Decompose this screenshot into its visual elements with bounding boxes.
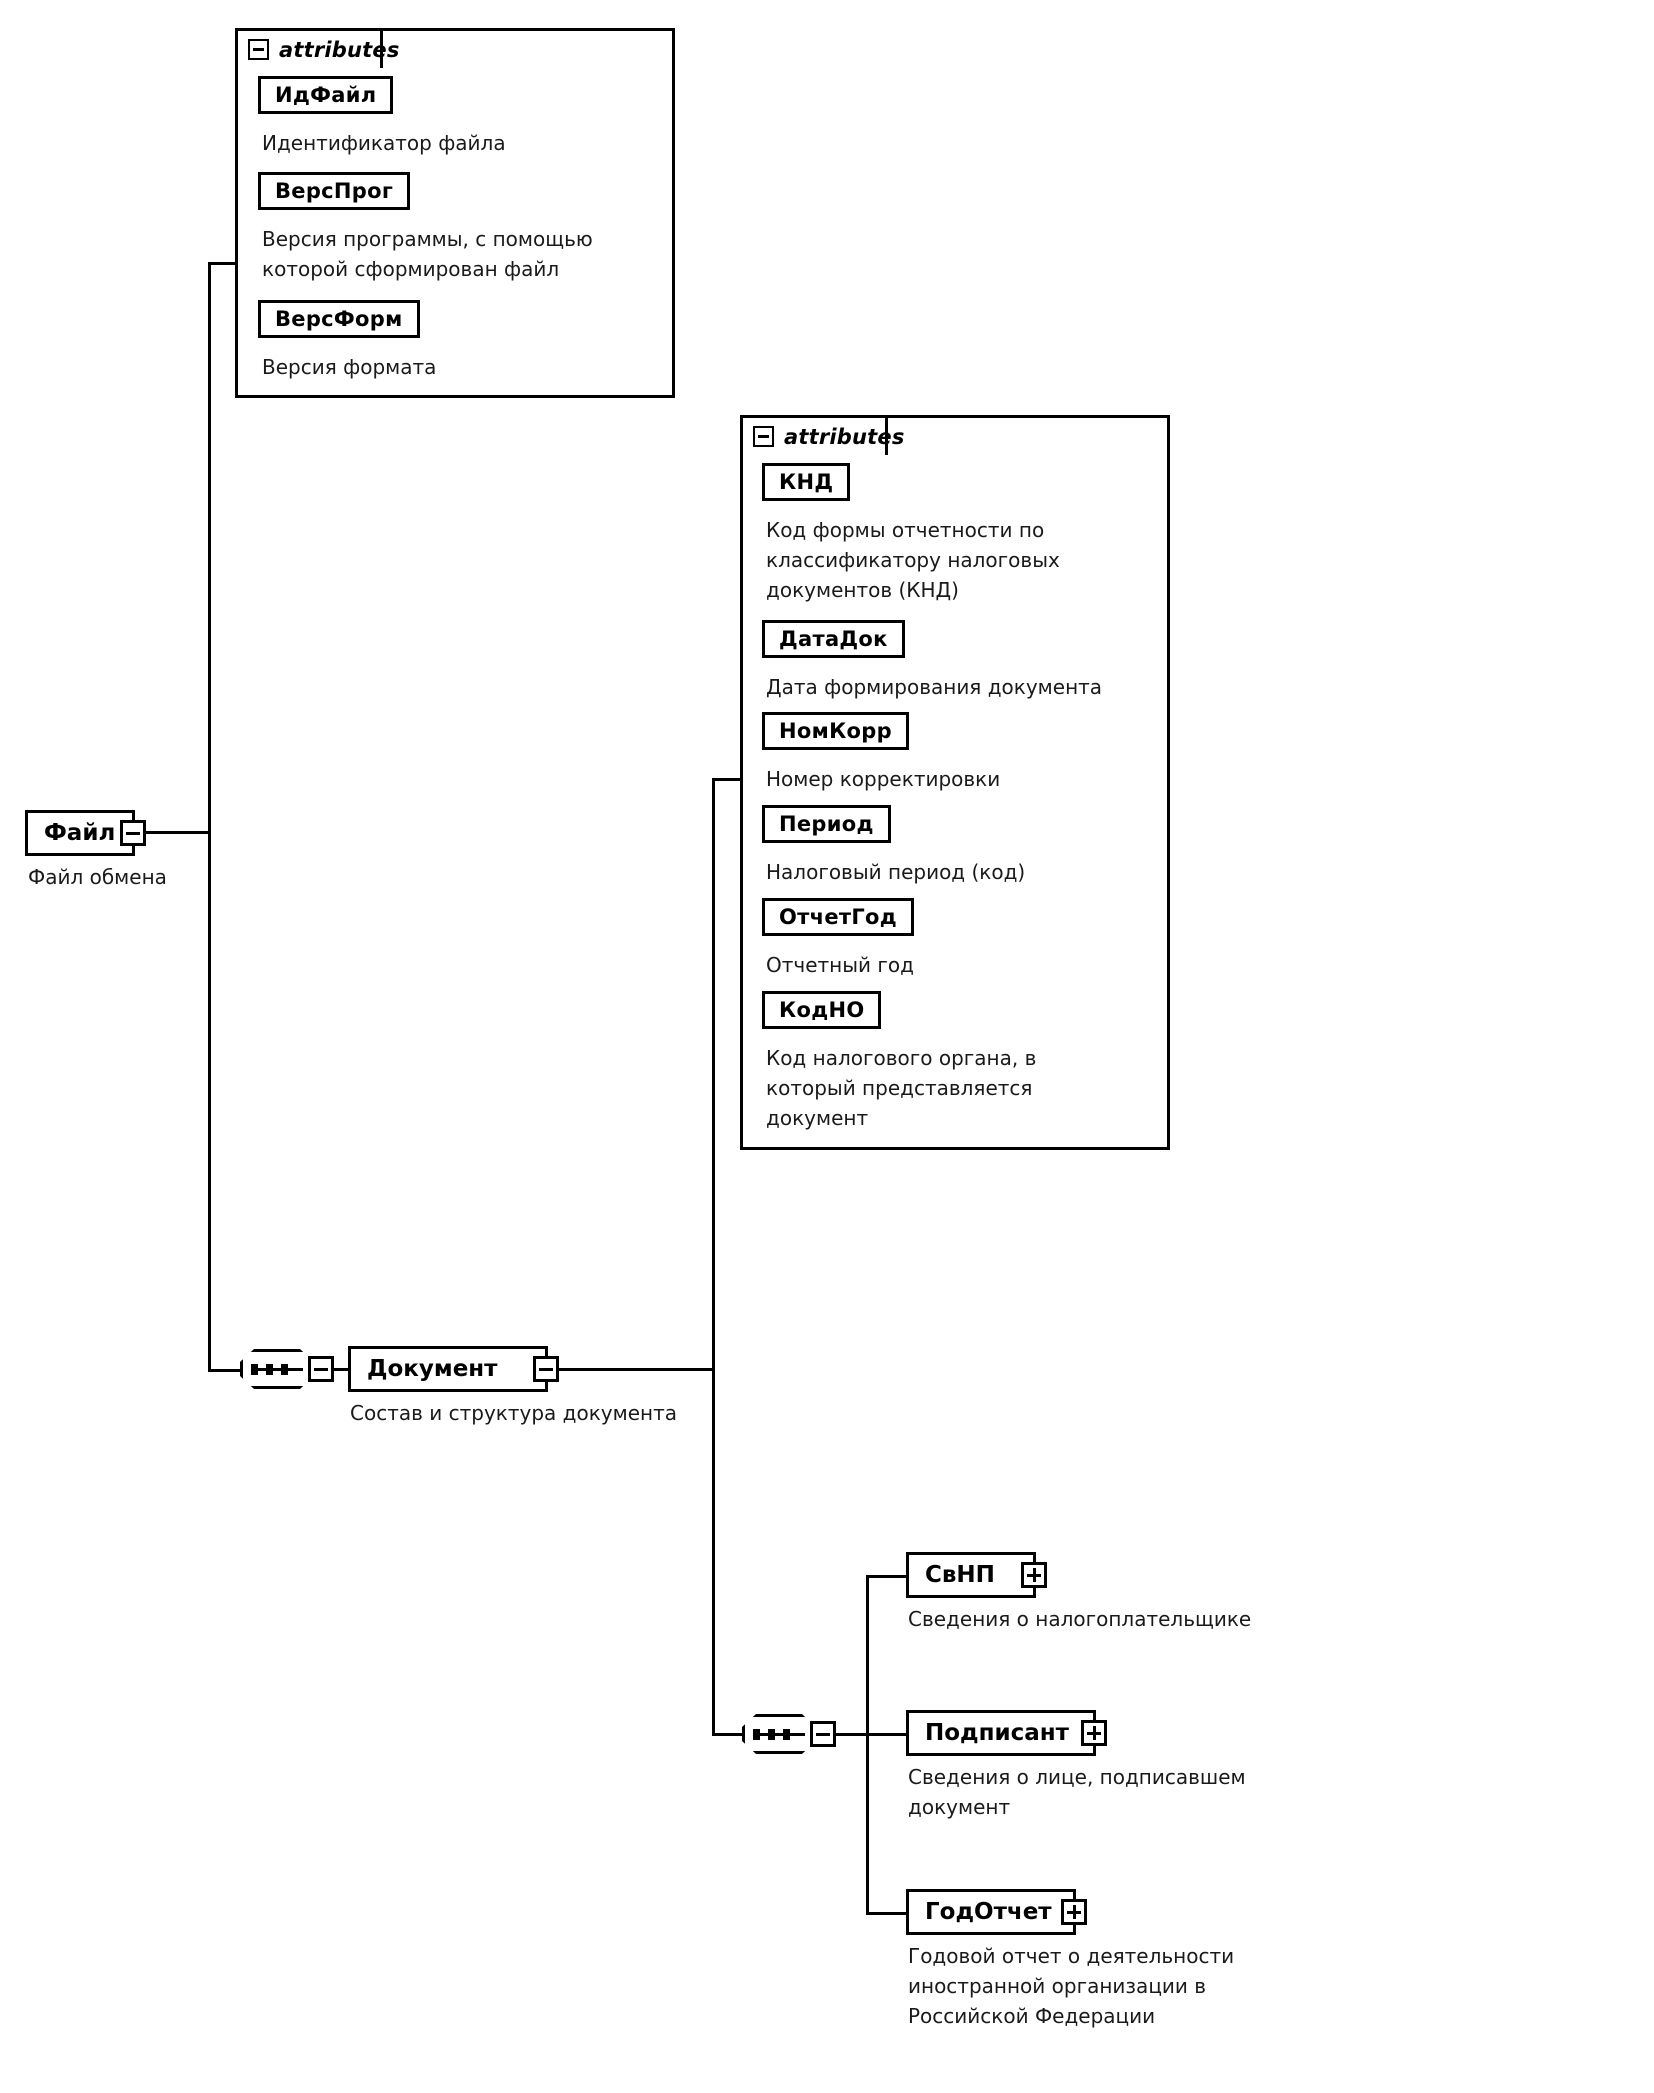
attribute-name: КодНО xyxy=(779,998,865,1022)
attribute-description-versprog: Версия программы, с помощью которой сфор… xyxy=(262,227,593,281)
element-name: Документ xyxy=(367,1356,498,1382)
attribute-chip-kodno[interactable]: КодНО xyxy=(762,991,888,1035)
attribute-name: НомКорр xyxy=(779,719,892,743)
attribute-chip-versprog[interactable]: ВерсПрог xyxy=(258,172,417,216)
attribute-description-versform: Версия формата xyxy=(262,355,437,379)
collapse-minus-icon[interactable] xyxy=(810,1721,836,1747)
element-node-fayl[interactable]: Файл xyxy=(25,810,146,863)
collapse-minus-icon[interactable] xyxy=(248,39,269,60)
attribute-name: ДатаДок xyxy=(779,627,888,651)
connector-line xyxy=(866,1912,908,1915)
connector-line xyxy=(208,262,238,265)
attributes-label: attributes xyxy=(784,424,905,449)
expand-plus-icon[interactable] xyxy=(1021,1562,1047,1588)
connector-line xyxy=(546,1368,714,1371)
sequence-icon xyxy=(753,1728,805,1740)
attribute-name: КНД xyxy=(779,470,834,494)
element-node-dokument[interactable]: Документ xyxy=(348,1346,559,1399)
attribute-name: ВерсПрог xyxy=(275,179,394,203)
attribute-chip-idfayl[interactable]: ИдФайл xyxy=(258,76,400,120)
sequence-compositor-root[interactable] xyxy=(240,1349,334,1399)
attribute-name: ВерсФорм xyxy=(275,307,403,331)
element-description-dokument: Состав и структура документа xyxy=(350,1401,678,1425)
collapse-minus-icon[interactable] xyxy=(308,1356,334,1382)
collapse-minus-icon[interactable] xyxy=(533,1356,559,1382)
connector-line xyxy=(133,831,211,834)
attribute-chip-period[interactable]: Период xyxy=(762,805,897,849)
element-node-podpisant[interactable]: Подписант xyxy=(906,1710,1107,1763)
root-attributes-header[interactable]: attributes xyxy=(235,28,399,72)
attributes-label: attributes xyxy=(279,37,400,62)
attribute-description-period: Налоговый период (код) xyxy=(766,860,1026,884)
attribute-chip-datadok[interactable]: ДатаДок xyxy=(762,620,911,664)
expand-plus-icon[interactable] xyxy=(1081,1720,1107,1746)
element-name: СвНП xyxy=(925,1562,995,1588)
element-description-podpisant: Сведения о лице, подписавшем документ xyxy=(908,1765,1246,1819)
attribute-description-kodno: Код налогового органа, в который предста… xyxy=(766,1046,1037,1130)
attribute-name: ИдФайл xyxy=(275,83,377,107)
attribute-name: ОтчетГод xyxy=(779,905,898,929)
connector-line xyxy=(712,1368,715,1736)
attribute-description-datadok: Дата формирования документа xyxy=(766,675,1103,699)
sequence-compositor-document[interactable] xyxy=(742,1714,836,1764)
connector-line xyxy=(712,778,715,1370)
connector-line xyxy=(866,1575,908,1578)
expand-plus-icon[interactable] xyxy=(1061,1899,1087,1925)
element-name: Файл xyxy=(44,820,116,846)
attribute-chip-nomkorr[interactable]: НомКорр xyxy=(762,712,915,756)
element-name: Подписант xyxy=(925,1720,1070,1746)
connector-line xyxy=(866,1575,869,1915)
element-node-godotchet[interactable]: ГодОтчет xyxy=(906,1889,1087,1942)
connector-line xyxy=(712,778,744,781)
attribute-chip-knd[interactable]: КНД xyxy=(762,463,857,507)
document-attributes-header[interactable]: attributes xyxy=(740,415,904,459)
attribute-name: Период xyxy=(779,812,874,836)
element-description-svnp: Сведения о налогоплательщике xyxy=(908,1607,1252,1631)
connector-line xyxy=(828,1733,868,1736)
connector-line xyxy=(866,1733,908,1736)
sequence-icon xyxy=(251,1363,303,1375)
connector-line xyxy=(326,1368,350,1371)
element-description-godotchet: Годовой отчет о деятельности иностранной… xyxy=(908,1944,1235,2028)
connector-line xyxy=(712,1733,744,1736)
attribute-description-idfayl: Идентификатор файла xyxy=(262,131,506,155)
attribute-chip-otchetgod[interactable]: ОтчетГод xyxy=(762,898,921,942)
collapse-minus-icon[interactable] xyxy=(120,820,146,846)
element-node-svnp[interactable]: СвНП xyxy=(906,1552,1047,1605)
element-name: ГодОтчет xyxy=(925,1899,1052,1925)
attribute-description-otchetgod: Отчетный год xyxy=(766,953,914,977)
connector-line xyxy=(208,262,211,1372)
attribute-description-knd: Код формы отчетности по классификатору н… xyxy=(766,518,1060,602)
connector-line xyxy=(208,1369,242,1372)
element-description-fayl: Файл обмена xyxy=(28,865,167,889)
collapse-minus-icon[interactable] xyxy=(753,426,774,447)
attribute-chip-versform[interactable]: ВерсФорм xyxy=(258,300,426,344)
attribute-description-nomkorr: Номер корректировки xyxy=(766,767,1001,791)
